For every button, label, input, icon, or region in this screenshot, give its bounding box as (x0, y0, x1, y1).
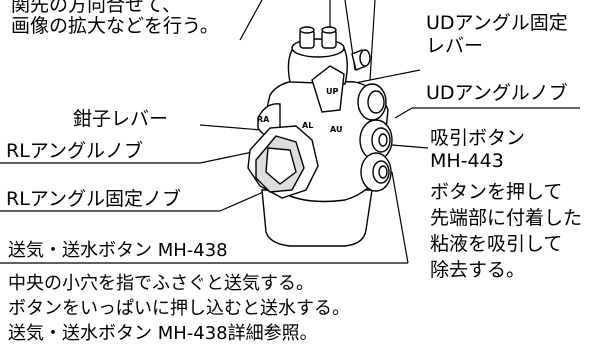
suction-desc-line3: 粘液を吸引して (430, 233, 563, 255)
label-air-water-button: 送気・送水ボタン MH-438 (8, 240, 228, 261)
suction-desc-line1: ボタンを押して (430, 181, 563, 203)
label-rl-knob: RLアングルノブ (6, 140, 144, 162)
label-suction-button: 吸引ボタン (430, 127, 526, 149)
top-left-text-line1: 関先の方向合せて、 (11, 0, 182, 16)
mark-ra: RA (257, 115, 270, 124)
leader-lines (0, 0, 580, 264)
label-suction-button-model: MH-443 (430, 150, 504, 172)
top-left-text-line2: 画像の拡大などを行う。 (11, 15, 219, 37)
mark-al: AL (302, 121, 313, 130)
air-water-desc-line2: ボタンをいっぱいに押し込むと送水する。 (8, 298, 350, 319)
label-ud-knob: UDアングルノブ (426, 82, 568, 104)
label-ud-lock-lever-line1: UDアングル固定 (426, 12, 568, 34)
mark-up: UP (326, 87, 338, 96)
air-water-desc-line1: 中央の小穴を指でふさぐと送気する。 (8, 273, 314, 294)
suction-desc-line2: 先端部に付着した (430, 207, 583, 229)
mark-au: AU (330, 125, 342, 134)
control-body (247, 26, 393, 247)
suction-desc-line4: 除去する。 (430, 259, 526, 281)
label-rl-lock-knob: RLアングル固定ノブ (6, 188, 182, 210)
body-markings: RA AL AU UP (257, 87, 342, 134)
label-ud-lock-lever-line2: レバー (426, 35, 484, 57)
air-water-desc-line3: 送気・送水ボタン MH-438詳細参照。 (8, 323, 318, 344)
label-forceps-lever: 鉗子レバー (73, 108, 169, 130)
